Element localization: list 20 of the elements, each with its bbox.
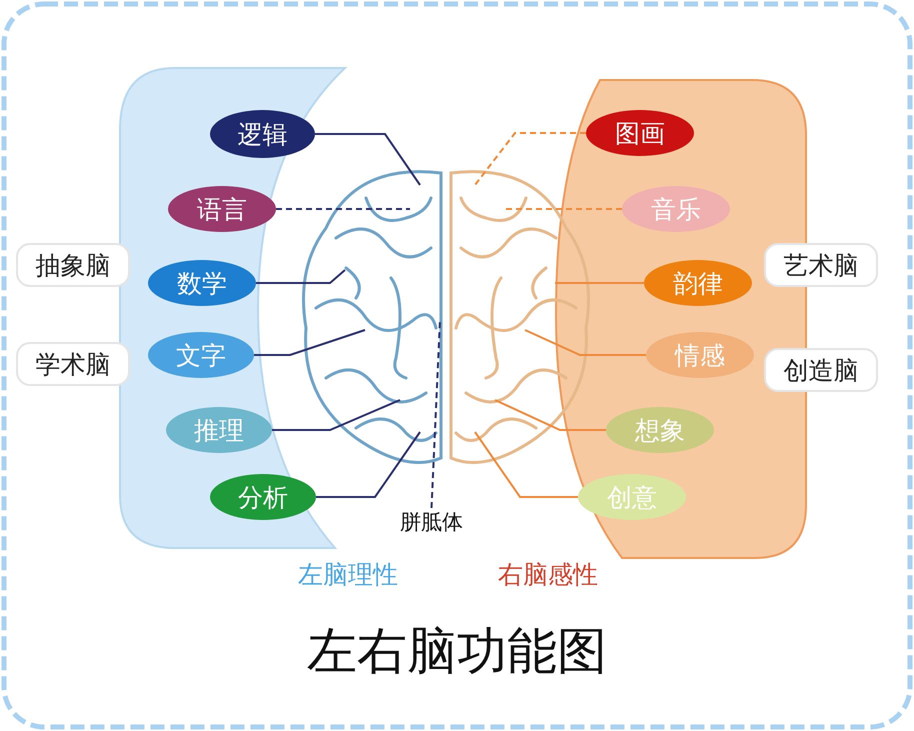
brain-type-label: 抽象脑 — [16, 243, 130, 287]
leader-line — [315, 133, 421, 186]
brain-type-label: 创造脑 — [764, 348, 878, 392]
leader-line — [494, 399, 606, 431]
brain-type-label: 艺术脑 — [764, 243, 878, 287]
leader-line — [474, 132, 586, 186]
leader-line — [474, 431, 578, 498]
leader-line — [316, 431, 421, 498]
leader-line — [505, 208, 622, 210]
brain-type-label: 学术脑 — [16, 342, 130, 386]
leader-line — [256, 269, 346, 284]
leader-line — [430, 320, 441, 508]
leader-line — [555, 282, 644, 284]
hemisphere-label: 右脑感性 — [498, 559, 598, 591]
diagram-title: 左右脑功能图 — [307, 622, 607, 680]
leader-line — [254, 329, 366, 356]
leader-line — [524, 329, 646, 356]
hemisphere-label: 左脑理性 — [298, 559, 398, 591]
leader-line — [272, 399, 400, 431]
leader-line — [276, 208, 410, 210]
